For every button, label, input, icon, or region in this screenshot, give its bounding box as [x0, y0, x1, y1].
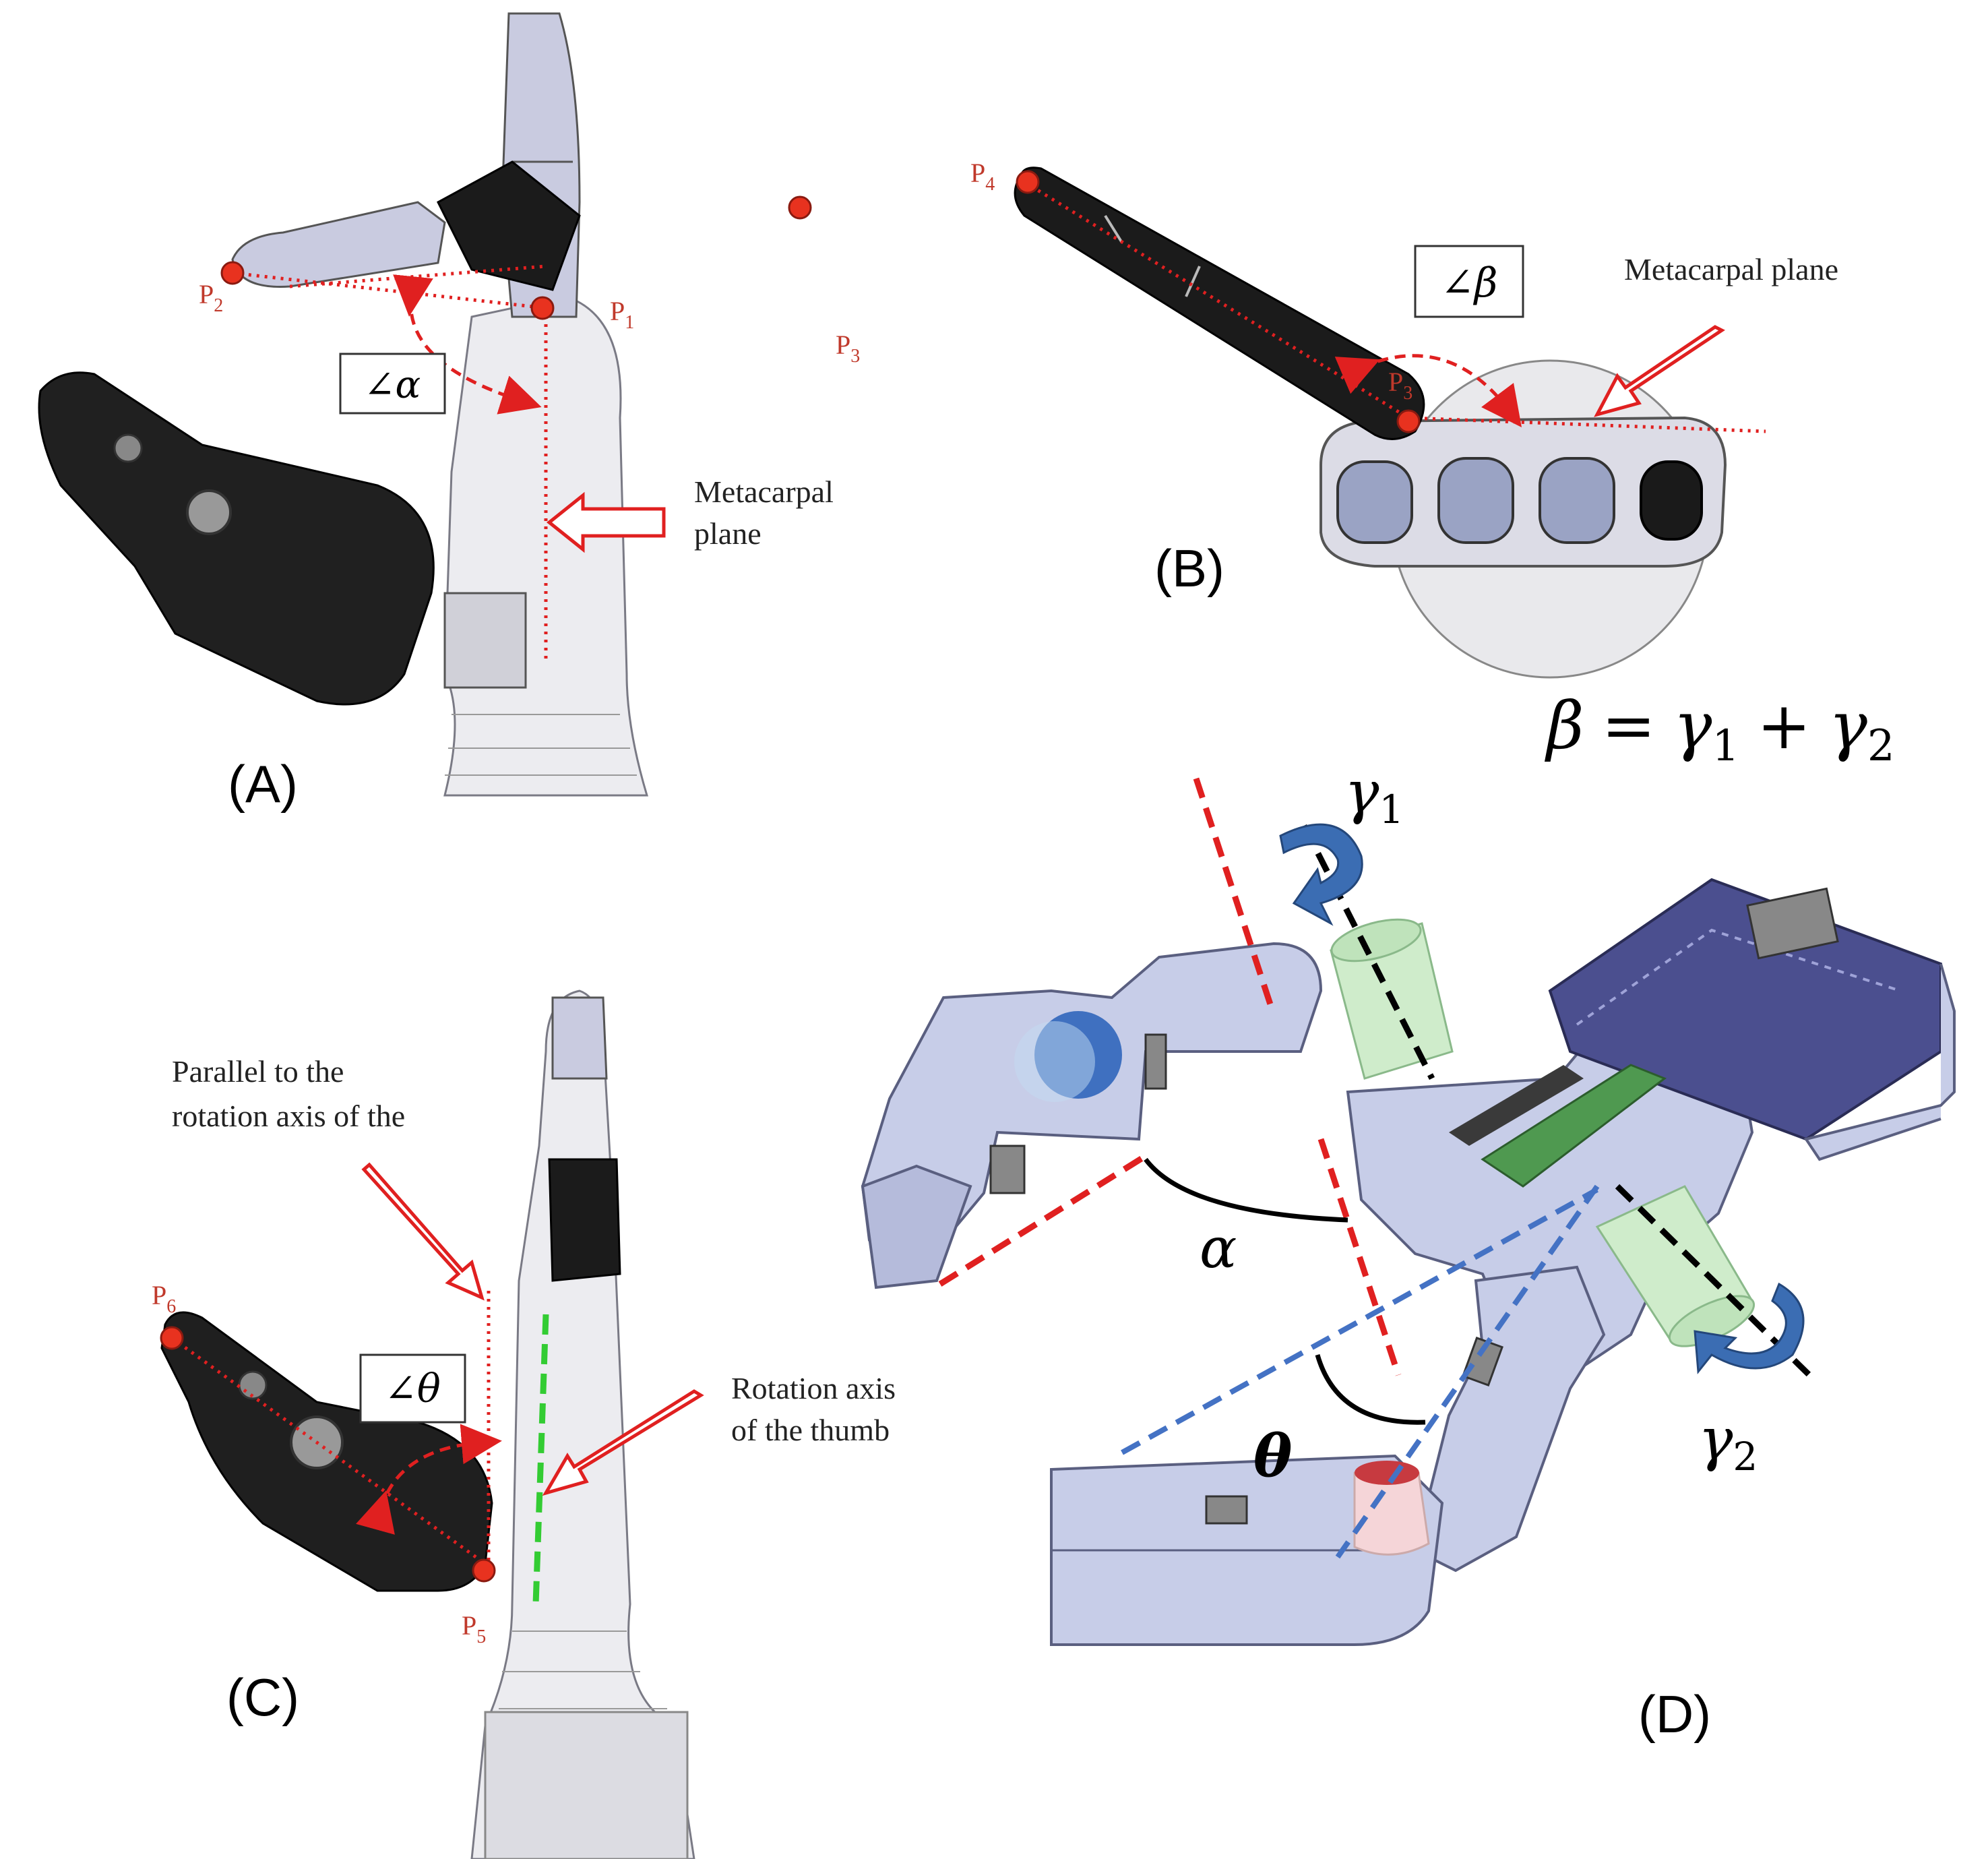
point-p4	[1016, 170, 1040, 194]
angle-beta-box	[1414, 245, 1524, 318]
point-p2	[220, 261, 245, 285]
label-p4: P4	[970, 158, 995, 195]
panel-label-a: (A)	[228, 754, 298, 814]
blue-dashed-line-1	[1121, 1187, 1598, 1455]
parallel-arrow	[361, 1162, 485, 1301]
thumb-diagonal	[1014, 166, 1425, 440]
metacarpal-arrow-a	[546, 491, 666, 553]
bent-finger-dark	[437, 160, 581, 291]
point-p3-b	[1396, 409, 1421, 433]
label-p3: P3	[836, 330, 860, 367]
rotation-arrow-gamma1	[1279, 823, 1363, 926]
green-cylinder-2	[1595, 1185, 1756, 1347]
theta-arc	[1315, 1354, 1426, 1425]
link-upper-left	[861, 942, 1323, 1276]
point-p5	[472, 1558, 496, 1583]
rotation-arrow	[542, 1389, 704, 1496]
red-dashed-line-3	[938, 1153, 1148, 1287]
label-p1: P1	[610, 296, 634, 333]
metacarpal-annotation-b: Metacarpal plane	[1624, 252, 1838, 286]
alpha-arc	[1144, 1157, 1348, 1223]
panel-b: P4 P3 ∠β Metacarpal plane (B)	[970, 158, 1838, 679]
panel-d: β=γ1+γ2 γ1	[861, 688, 1956, 1744]
red-dashed-line-1	[1193, 777, 1274, 1006]
thumb-rotation-axis	[532, 1314, 549, 1605]
rotation-arrow-gamma2	[1694, 1282, 1805, 1374]
point-p3	[788, 195, 812, 220]
gamma1-label: γ1	[1344, 759, 1404, 832]
panel-label-c: (C)	[226, 1668, 299, 1727]
equation: β=γ1+γ2	[1545, 688, 1895, 771]
angle-theta-box	[359, 1353, 466, 1424]
point-p6	[160, 1326, 184, 1350]
panel-label-b: (B)	[1154, 539, 1224, 598]
alpha-label: α	[1200, 1217, 1237, 1281]
horizontal-finger	[231, 201, 446, 288]
thumb-dark	[38, 371, 435, 706]
gamma2-label: γ2	[1698, 1406, 1758, 1480]
finger-tips	[1336, 457, 1703, 544]
red-dashed-line-2	[1317, 1138, 1402, 1376]
label-p3-b: P3	[1388, 367, 1412, 404]
angle-alpha-box	[339, 353, 446, 415]
angle-theta-label: ∠θ	[384, 1366, 441, 1411]
point-p1	[530, 296, 555, 320]
axis-gamma1	[1301, 824, 1435, 1080]
metacarpal-arrow-b	[1594, 325, 1725, 417]
theta-label: θ	[1253, 1422, 1293, 1490]
link-lower	[1413, 1265, 1606, 1573]
label-p5: P5	[462, 1610, 486, 1647]
angle-beta-label: ∠β	[1441, 260, 1498, 307]
panel-label-d: (D)	[1638, 1684, 1711, 1744]
hand-side-body	[470, 989, 695, 1859]
label-p6: P6	[152, 1280, 176, 1317]
hand-palm	[443, 295, 649, 797]
angle-alpha-label: ∠α	[364, 363, 421, 407]
blue-dashed-line-2	[1335, 1184, 1600, 1559]
label-p2: P2	[199, 279, 223, 316]
